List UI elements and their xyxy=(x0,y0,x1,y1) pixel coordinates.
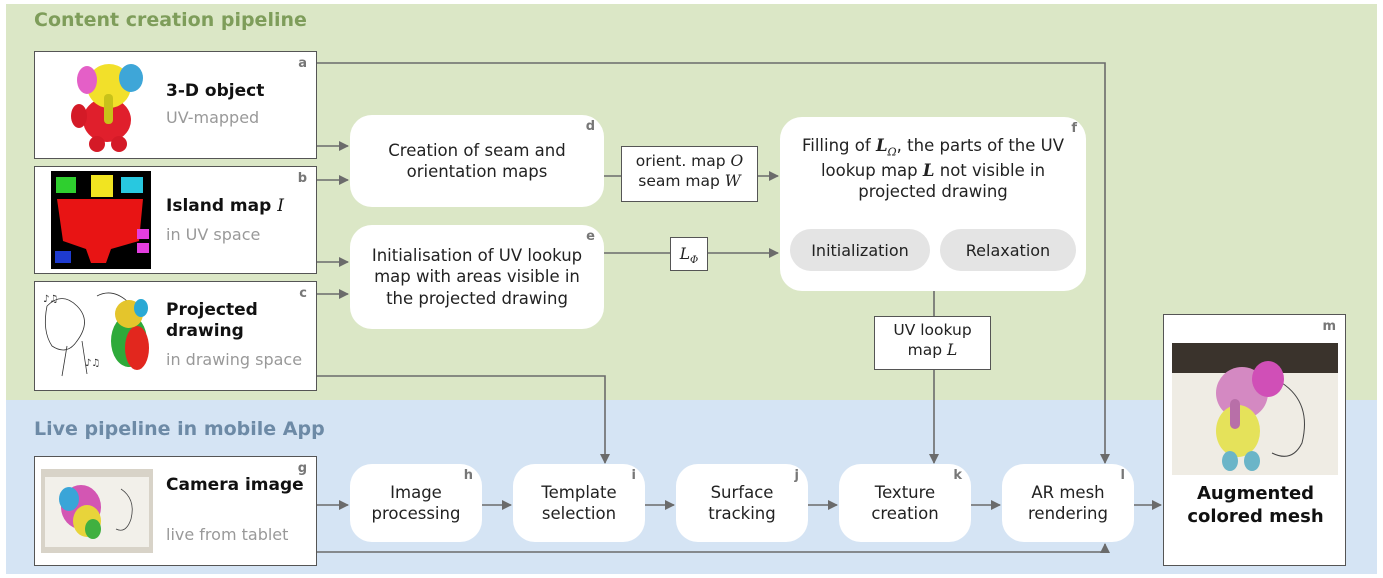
pill-relaxation: Relaxation xyxy=(940,229,1076,271)
node-letter: a xyxy=(298,56,307,71)
node-letter: b xyxy=(297,171,307,186)
arrow-a-to-l xyxy=(317,62,1110,464)
node-text: Initialisation of UV lookup map with are… xyxy=(371,245,583,308)
node-subtitle: live from tablet xyxy=(166,525,289,544)
node-3d-object: a 3-D object UV-mapped xyxy=(34,51,317,159)
label-orient-seam-maps: orient. map O seam map W xyxy=(621,146,758,202)
node-subtitle: in UV space xyxy=(166,225,261,244)
node-subtitle: UV-mapped xyxy=(166,108,260,127)
projected-drawing-image: ♪♫ ♪♫ xyxy=(37,286,157,386)
node-seam-orientation: d Creation of seam and orientation maps xyxy=(350,115,604,207)
node-island-map: b Island map I in UV space xyxy=(34,166,317,274)
node-projected-drawing: c ♪♫ ♪♫ Projected drawing in drawing spa… xyxy=(34,281,317,391)
node-title: Island map I xyxy=(166,196,284,216)
node-letter: m xyxy=(1322,319,1336,334)
node-title: Augmented colored mesh xyxy=(1187,483,1324,527)
node-letter: c xyxy=(299,286,307,301)
node-letter: h xyxy=(463,468,473,483)
label-l-phi: LΦ xyxy=(670,237,708,271)
node-text: Creation of seam and orientation maps xyxy=(388,140,566,181)
arrow-c-to-i xyxy=(317,375,610,464)
node-text: Template selection xyxy=(541,482,617,523)
arrow-g-to-l xyxy=(317,543,1110,553)
node-text: Texture creation xyxy=(871,482,939,523)
node-letter: d xyxy=(585,119,595,134)
node-letter: j xyxy=(794,468,799,483)
node-ar-mesh-rendering: l AR mesh rendering xyxy=(1002,464,1134,542)
node-title: Projected drawing xyxy=(166,300,258,342)
node-augmented-mesh: m Augmented colored mesh xyxy=(1163,314,1346,566)
node-text: Image processing xyxy=(371,482,461,523)
node-title: Camera image xyxy=(166,475,304,495)
label-uv-lookup-map: UV lookup map L xyxy=(874,316,991,370)
live-pipeline-title: Live pipeline in mobile App xyxy=(34,418,325,440)
content-pipeline-title: Content creation pipeline xyxy=(34,9,307,31)
svg-text:♪♫: ♪♫ xyxy=(43,294,58,305)
node-letter: i xyxy=(631,468,636,483)
camera-photo xyxy=(41,469,153,553)
node-image-processing: h Image processing xyxy=(350,464,482,542)
node-letter: e xyxy=(586,229,595,244)
node-filling: f Filling of LΩ, the parts of the UV loo… xyxy=(780,117,1086,291)
augmented-photo xyxy=(1172,343,1338,475)
node-letter: l xyxy=(1120,468,1125,483)
node-title: 3-D object xyxy=(166,81,265,101)
island-var: I xyxy=(277,196,284,216)
node-letter: g xyxy=(297,461,307,476)
node-subtitle: in drawing space xyxy=(166,350,303,369)
node-surface-tracking: j Surface tracking xyxy=(676,464,808,542)
node-text: Filling of LΩ, the parts of the UV looku… xyxy=(801,136,1065,202)
node-text: Surface tracking xyxy=(708,482,776,523)
svg-text:♪♫: ♪♫ xyxy=(85,358,100,369)
node-camera-image: g Camera image live from tablet xyxy=(34,456,317,566)
node-letter: f xyxy=(1071,121,1077,136)
node-uv-init: e Initialisation of UV lookup map with a… xyxy=(350,225,604,329)
node-text: AR mesh rendering xyxy=(1028,482,1108,523)
node-texture-creation: k Texture creation xyxy=(839,464,971,542)
node-template-selection: i Template selection xyxy=(513,464,645,542)
node-letter: k xyxy=(953,468,962,483)
elephant-3d-image xyxy=(57,58,157,154)
pill-initialization: Initialization xyxy=(790,229,930,271)
island-map-image xyxy=(51,171,151,269)
